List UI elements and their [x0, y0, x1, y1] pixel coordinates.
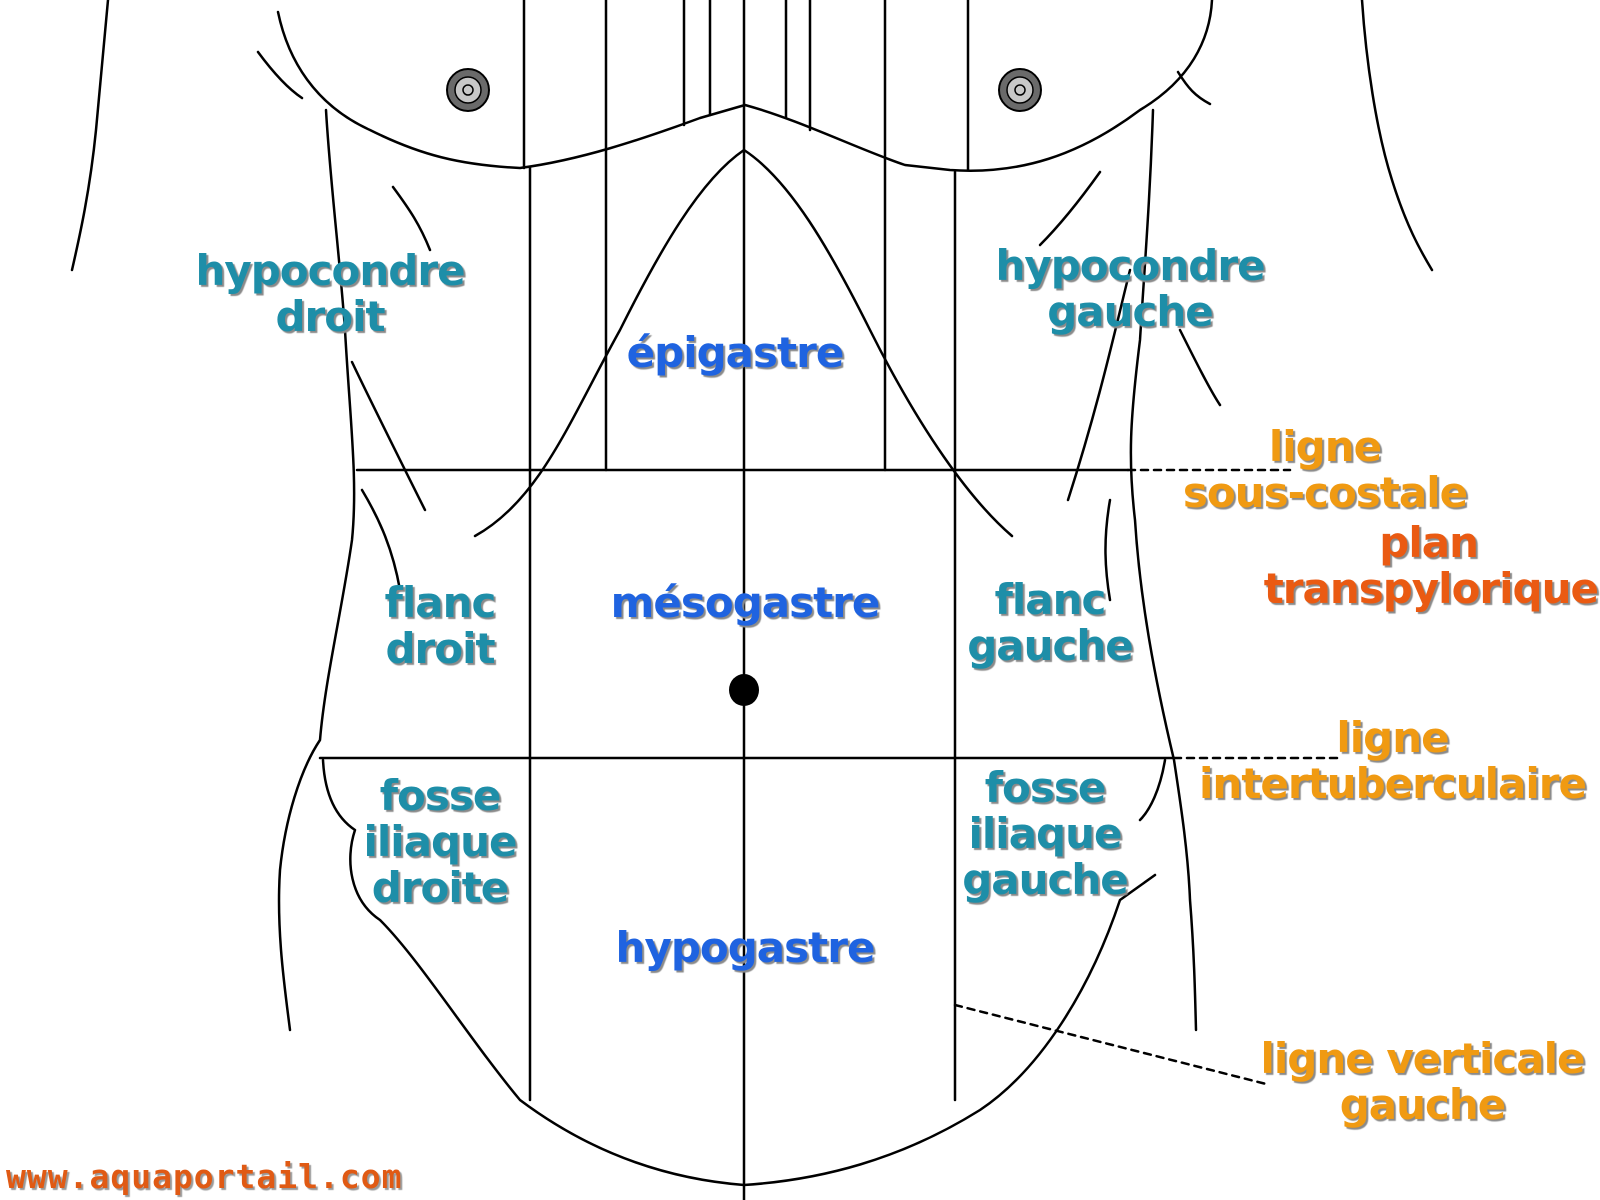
left-nipple-icon — [998, 68, 1042, 112]
inguinal-outline — [321, 758, 1157, 1187]
watermark: www.aquaportail.com — [6, 1157, 403, 1196]
label-hypocondre-gauche: hypocondre gauche — [995, 241, 1265, 336]
label-flanc-gauche: flanc gauche — [967, 575, 1134, 670]
label-epigastre: épigastre — [626, 328, 845, 377]
costal-arch — [473, 148, 1014, 538]
label-flanc-droit: flanc droit — [384, 578, 497, 673]
right-nipple-icon — [446, 68, 490, 112]
label-fosse-iliaque-droite: fosse iliaque droite — [363, 771, 518, 912]
label-ligne-intertuberculaire: ligne intertuberculaire — [1199, 713, 1587, 808]
label-mesogastre: mésogastre — [610, 578, 881, 627]
vertical-line-leader — [953, 1003, 1272, 1087]
torso-left-side-outline — [1129, 108, 1198, 1032]
right-arm-outline — [1360, 0, 1434, 272]
umbilicus-icon — [729, 674, 759, 706]
label-plan-transpylorique: plan transpylorique — [1263, 518, 1599, 613]
label-fosse-iliaque-gauche: fosse iliaque gauche — [962, 763, 1129, 904]
label-ligne-sous-costale: ligne sous-costale — [1182, 422, 1468, 517]
label-ligne-verticale-gauche: ligne verticale gauche — [1260, 1034, 1585, 1129]
left-arm-outline — [70, 0, 110, 272]
right-axilla-line — [256, 50, 304, 100]
label-hypocondre-droit: hypocondre droit — [195, 246, 465, 341]
left-axilla-line — [1176, 70, 1212, 106]
torso-right-side-outline — [277, 108, 356, 1032]
label-hypogastre: hypogastre — [615, 923, 876, 972]
